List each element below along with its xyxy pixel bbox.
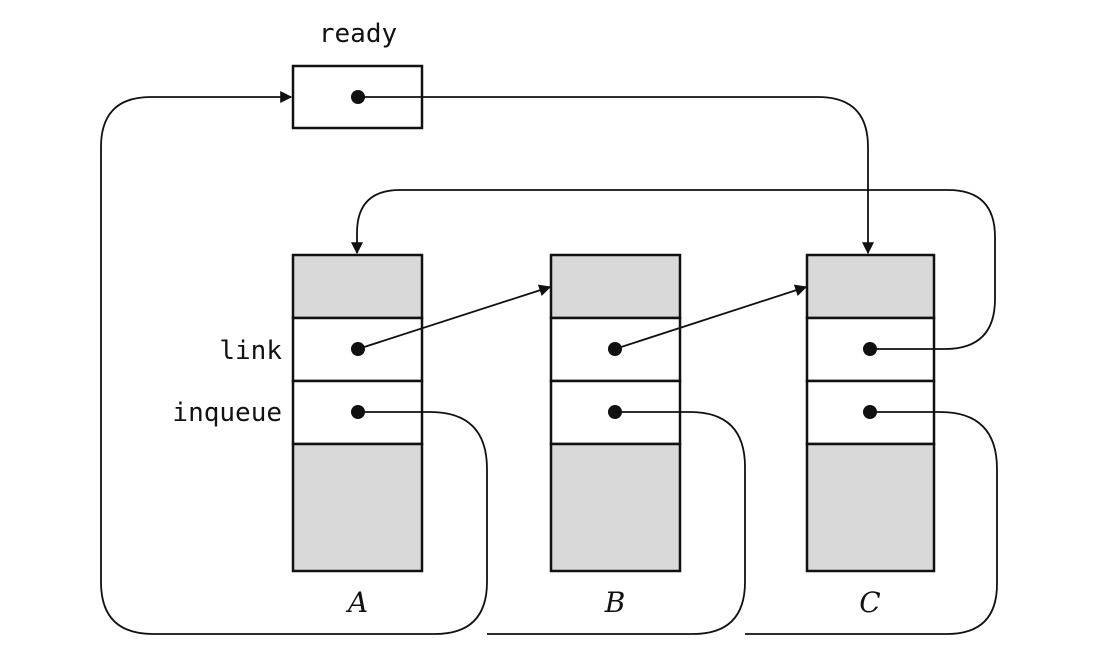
node-c-body-cell [805, 442, 936, 573]
a-link-to-b-arrow [357, 284, 552, 350]
node-c-header-cell [805, 253, 936, 320]
node-c: C [805, 253, 936, 619]
ready-label: ready [319, 19, 397, 49]
node-c-label: C [859, 586, 880, 619]
node-a-body-cell [291, 442, 424, 573]
node-a-label: A [345, 586, 368, 619]
inqueue-field-label: inqueue [172, 398, 282, 428]
a-inqueue-to-ready-arrow [100, 91, 488, 635]
link-field-label: link [219, 336, 282, 366]
node-a-header-cell [291, 253, 424, 320]
node-b-body-cell [549, 442, 682, 573]
ready-to-c-arrow [358, 96, 874, 255]
node-b-label: B [604, 586, 626, 619]
node-b: B [549, 253, 682, 619]
b-link-to-c-arrow [614, 284, 808, 350]
c-link-to-a-arrow [351, 189, 996, 350]
c-inqueue-to-ready-line [745, 411, 998, 635]
node-a: A [291, 253, 424, 619]
b-inqueue-to-ready-line [487, 411, 746, 635]
node-b-header-cell [549, 253, 682, 320]
